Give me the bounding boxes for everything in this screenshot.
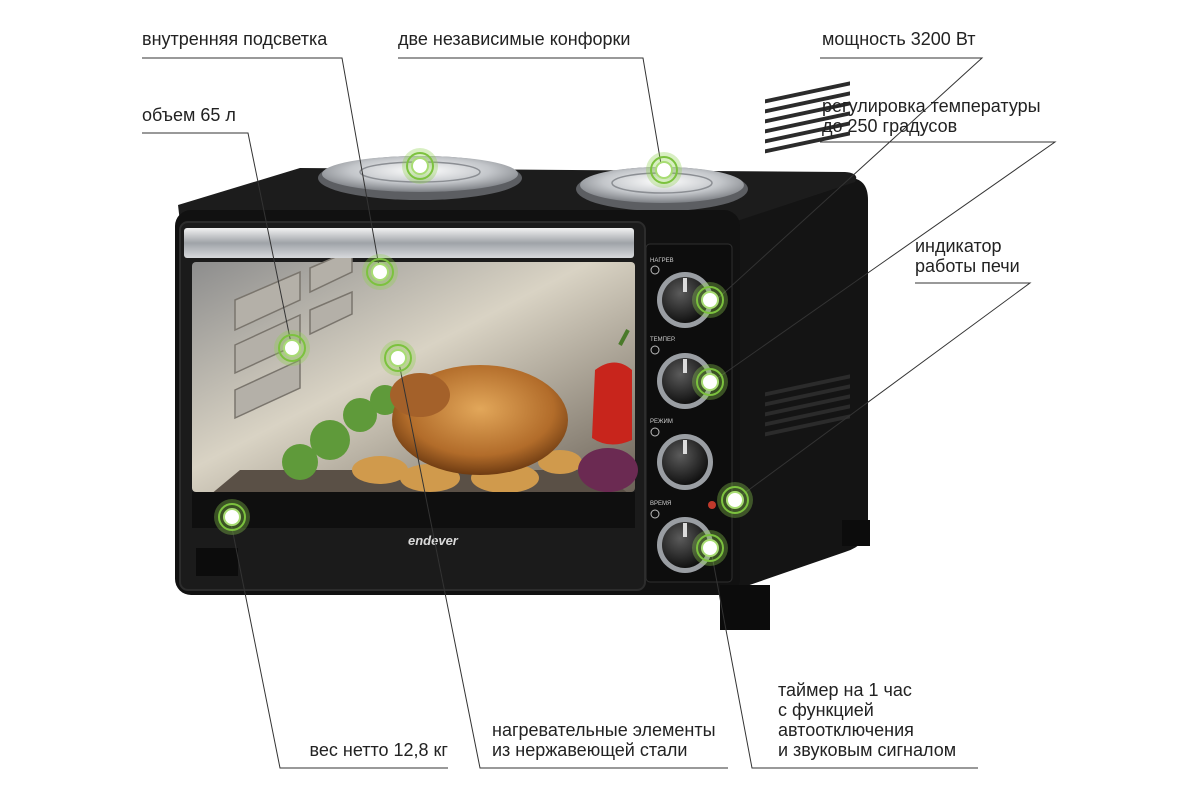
- callout-indicator: индикатор работы печи: [915, 236, 1020, 276]
- callout-power: мощность 3200 Вт: [822, 29, 976, 49]
- control-labels: НАГРЕВ ТЕМПЕР. РЕЖИМ ВРЕМЯ: [650, 258, 676, 507]
- knob-timer: [657, 517, 713, 573]
- marker-hotplate-right: [646, 152, 682, 188]
- callout-two-hotplates: две независимые конфорки: [398, 29, 631, 49]
- callout-heating-elements: нагревательные элементы из нержавеющей с…: [492, 720, 716, 760]
- marker-interior-light: [362, 254, 398, 290]
- knobs: [657, 272, 713, 573]
- red-cabbage: [578, 448, 638, 492]
- power-indicator-lamp: [708, 501, 716, 509]
- svg-text:НАГРЕВ: НАГРЕВ: [650, 258, 674, 264]
- callout-volume: объем 65 л: [142, 105, 236, 125]
- hotplate-right: [576, 167, 748, 211]
- control-icons: [650, 265, 660, 519]
- control-panel: [645, 243, 733, 583]
- foot-back-right: [842, 520, 870, 546]
- callout-weight: вес нетто 12,8 кг: [309, 740, 449, 760]
- oven-side-panel: [735, 177, 868, 590]
- door-handle: [184, 228, 634, 258]
- knob-temperature: [657, 353, 713, 409]
- door-bottom-strip: [192, 492, 635, 528]
- knob-mode: [657, 434, 713, 490]
- foot-front-left: [196, 548, 238, 576]
- interior-racks: [234, 248, 353, 420]
- marker-indicator: [717, 482, 753, 518]
- brand-logo: endever: [408, 533, 459, 548]
- marker-temperature: [692, 364, 728, 400]
- leader-lines: [142, 57, 1057, 769]
- foot-front-right: [720, 585, 770, 630]
- feature-markers: [214, 148, 753, 566]
- marker-power: [692, 282, 728, 318]
- marker-hotplate-left: [402, 148, 438, 184]
- side-vents: [765, 81, 850, 437]
- red-pepper: [592, 362, 632, 445]
- marker-timer: [692, 530, 728, 566]
- marker-heating-elements: [380, 340, 416, 376]
- svg-text:ВРЕМЯ: ВРЕМЯ: [650, 501, 671, 507]
- callout-temperature: регулировка температуры до 250 градусов: [822, 96, 1041, 136]
- knob-heating: [657, 272, 713, 328]
- marker-volume: [274, 330, 310, 366]
- callout-timer: таймер на 1 час с функцией автоотключени…: [778, 680, 957, 760]
- callout-interior-light: внутренняя подсветка: [142, 29, 328, 49]
- svg-text:ТЕМПЕР.: ТЕМПЕР.: [650, 337, 676, 343]
- marker-weight: [214, 499, 250, 535]
- svg-text:РЕЖИМ: РЕЖИМ: [650, 419, 673, 425]
